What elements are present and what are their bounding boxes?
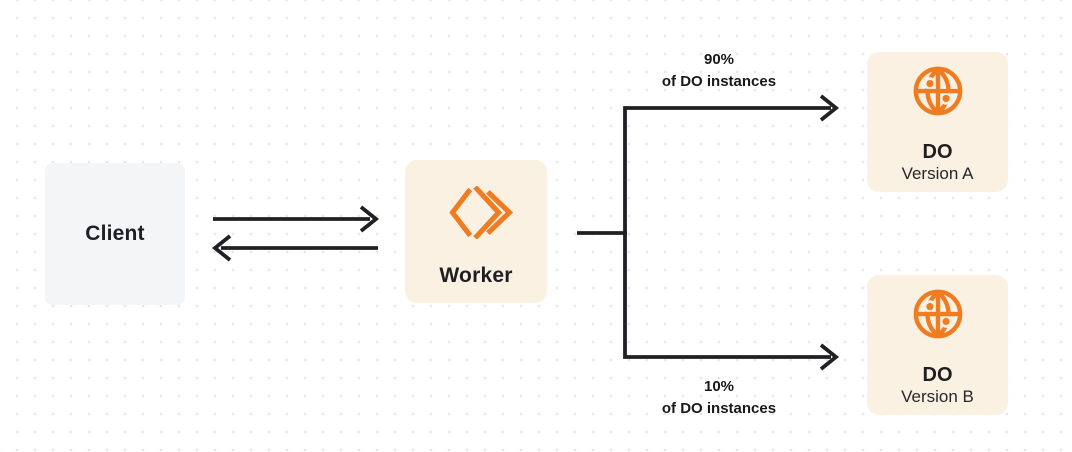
bottom-branch-percent: 10% [703, 378, 735, 395]
durable-object-globe-icon [867, 63, 1008, 119]
top-branch-percent: 90% [703, 51, 735, 68]
do-version-b-node: DO Version B [867, 275, 1008, 415]
do-b-title: DO [922, 364, 953, 386]
workers-logo-icon [410, 186, 552, 239]
worker-node: Worker [405, 160, 547, 303]
arrow-to-do-a-head [819, 94, 840, 122]
split-branch-line [623, 106, 831, 359]
bottom-branch-label: 10% of DO instances [619, 376, 819, 420]
do-a-subtitle: Version A [901, 164, 974, 183]
do-version-a-node: DO Version A [867, 52, 1008, 192]
bottom-branch-caption: of DO instances [661, 400, 777, 417]
arrow-to-do-b-head [819, 343, 840, 371]
top-branch-caption: of DO instances [661, 73, 777, 90]
do-b-subtitle: Version B [901, 387, 974, 406]
top-branch-label: 90% of DO instances [619, 49, 819, 93]
client-node: Client [45, 163, 185, 305]
arrow-worker-to-client-head [211, 234, 232, 262]
do-a-title: DO [922, 141, 953, 163]
client-label: Client [85, 222, 145, 245]
worker-label: Worker [439, 264, 513, 287]
durable-object-globe-icon [867, 286, 1008, 342]
arrow-client-to-worker-head [359, 205, 380, 233]
